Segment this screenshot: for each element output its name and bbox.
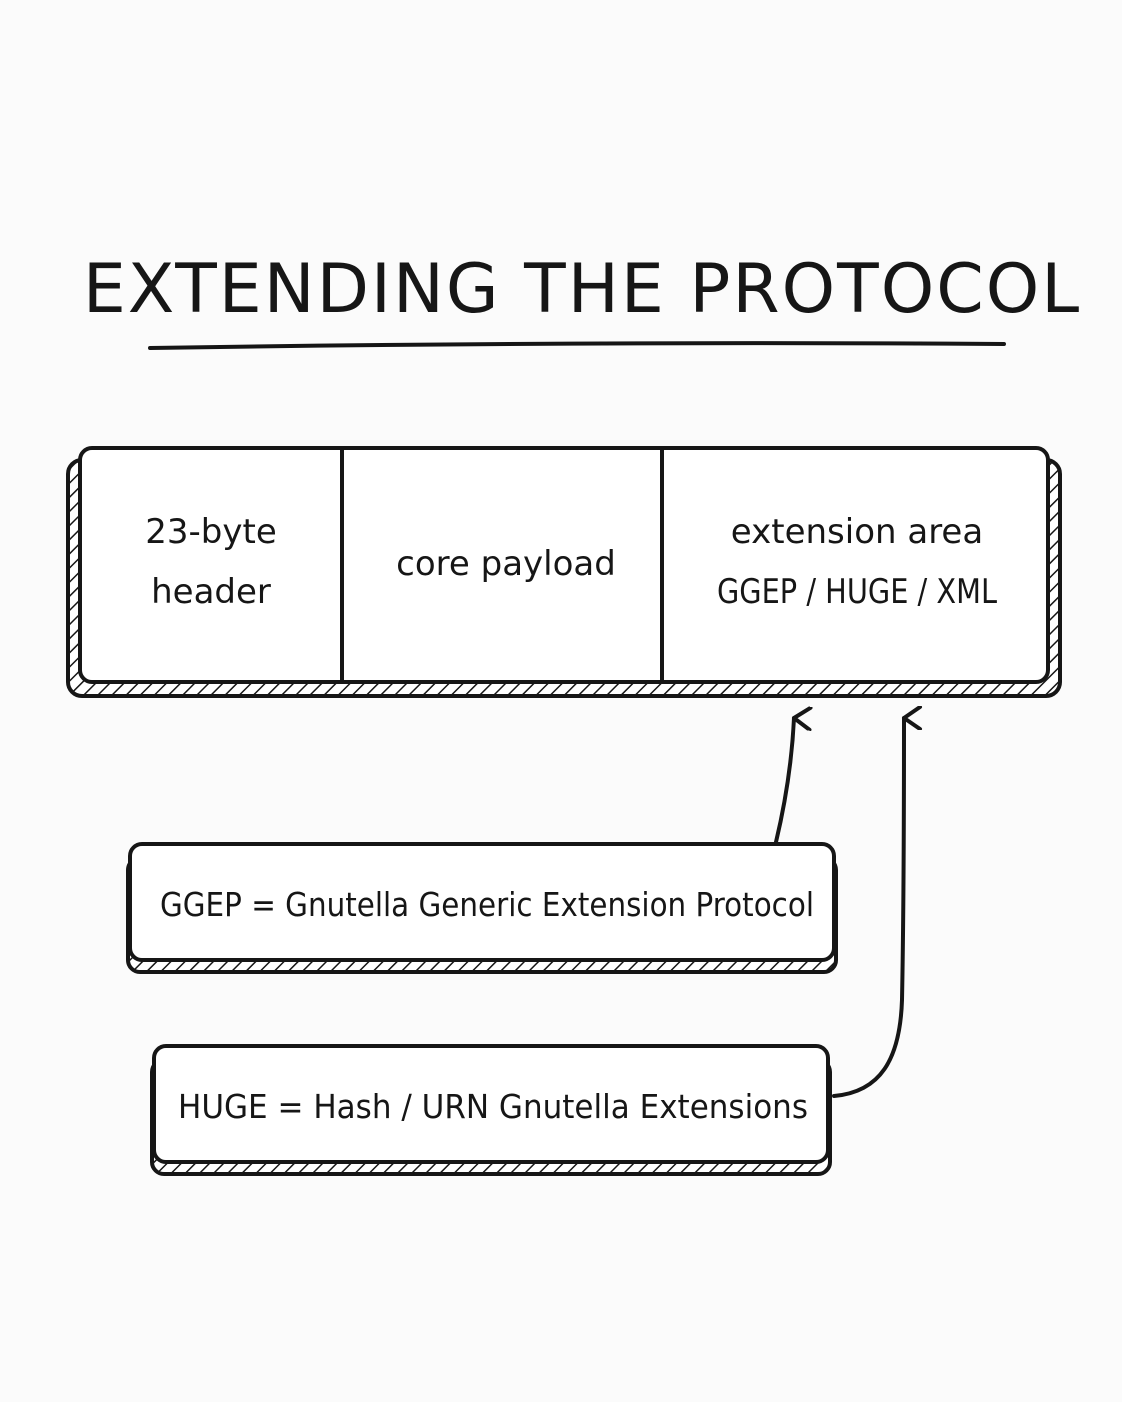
packet-box [78,446,1050,684]
cell-header-line-1: 23-byte [145,512,276,552]
title-underline [148,341,1006,350]
arrow-ggep-to-extension [774,718,794,844]
packet-diagram: 23-byte header core payload extension ar… [66,446,1062,698]
legend-ggep-box [128,842,836,962]
packet-cell-payload: core payload [396,544,616,584]
packet-cell-extension: extension area GGEP / HUGE / XML [717,512,997,612]
cell-header-line-2: header [151,572,271,612]
cell-extension-line-1: extension area [731,512,983,552]
legend-huge-text: HUGE = Hash / URN Gnutella Extensions [178,1087,808,1126]
arrow-huge-to-extension [832,718,904,1098]
legend-huge: HUGE = Hash / URN Gnutella Extensions [150,1044,832,1176]
cell-extension-line-2: GGEP / HUGE / XML [717,572,997,612]
page-title: EXTENDING THE PROTOCOL [83,250,1081,329]
legend-ggep-text: GGEP = Gnutella Generic Extension Protoc… [160,885,814,924]
cell-payload-line-1: core payload [396,544,616,584]
legend-ggep: GGEP = Gnutella Generic Extension Protoc… [126,842,838,974]
legend-huge-box [152,1044,830,1164]
packet-cell-header: 23-byte header [145,512,276,612]
